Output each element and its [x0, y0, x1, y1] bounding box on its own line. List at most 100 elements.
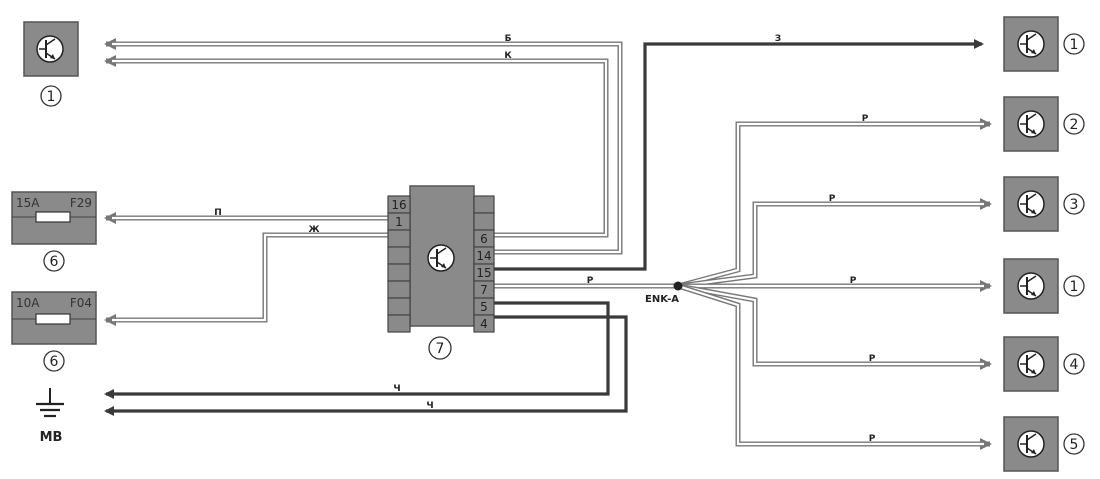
- right-transistor-ref: 4: [1070, 357, 1079, 373]
- right-transistor-ref: 1: [1070, 37, 1079, 53]
- wire-ch1: [104, 301, 610, 399]
- wire-b: [104, 38, 623, 255]
- ground-icon: [36, 388, 64, 418]
- module-pin-left: [387, 229, 411, 248]
- fuse-f04-ref: 6: [50, 354, 59, 370]
- wire-k: [104, 55, 609, 238]
- wire-label-p-fuse: П: [214, 208, 222, 218]
- module-pin-right: 5: [473, 297, 495, 316]
- right-transistor-ref: 5: [1070, 437, 1079, 453]
- ref-circle: [1063, 113, 1085, 135]
- ref-circle: [1063, 353, 1085, 375]
- right-transistor-ref: 3: [1070, 197, 1079, 213]
- transistor-icon: [1017, 350, 1045, 378]
- transistor-icon: [1017, 30, 1045, 58]
- fuse-f29-code: F29: [70, 196, 92, 210]
- wire-r4: [677, 283, 992, 370]
- ground: MB: [36, 388, 64, 445]
- wire-z: [494, 39, 984, 271]
- pin-label: 5: [480, 300, 488, 314]
- wire-label-r1: Р: [862, 114, 869, 124]
- wire-label-ch2: Ч: [426, 401, 433, 411]
- pin-label: 7: [480, 283, 488, 297]
- junction-dot: [673, 281, 683, 291]
- module-pin-left: 1: [387, 212, 411, 231]
- ref-circle: [43, 350, 65, 372]
- module-pin-right: 4: [473, 314, 495, 333]
- transistor-icon: [1017, 272, 1045, 300]
- module: 161 6 14 15 7 5 4 7: [387, 185, 495, 360]
- wire-label-r2: Р: [829, 194, 836, 204]
- ref-circle: [1063, 33, 1085, 55]
- wire-label-b: Б: [505, 34, 512, 44]
- fuse-f04-rating: 10A: [16, 296, 40, 310]
- wire-labels: Б К З П Ж Р Р Р Р Р Р Ч Ч: [214, 34, 875, 444]
- module-pin-left: [387, 297, 411, 316]
- transistor-icon: [1017, 110, 1045, 138]
- module-pin-right: 15: [473, 263, 495, 282]
- module-pin-right: 14: [473, 246, 495, 265]
- ref-circle: [1063, 433, 1085, 455]
- module-pin-left: [387, 314, 411, 333]
- fuse-f04-code: F04: [70, 296, 92, 310]
- module-pin-right: 7: [473, 280, 495, 299]
- transistor-icon: [36, 35, 64, 63]
- right-transistor: 3: [1003, 176, 1085, 232]
- ref-circle: [428, 336, 452, 360]
- fuse-icon: [35, 211, 71, 223]
- right-transistor: 1: [1003, 16, 1085, 72]
- right-transistor: 1: [1003, 258, 1085, 314]
- ref-circle: [1063, 193, 1085, 215]
- fuse-f29: 15A F29 6: [11, 191, 97, 272]
- wire-label-z: З: [775, 34, 781, 44]
- module-pins-left: 161: [387, 195, 411, 333]
- right-transistor: 5: [1003, 416, 1085, 472]
- fuse-f29-ref: 6: [50, 254, 59, 270]
- module-pin-left: [387, 246, 411, 265]
- wire-label-zh: Ж: [308, 225, 319, 235]
- ref-circle: [43, 250, 65, 272]
- module-pin-left: 16: [387, 195, 411, 214]
- wire-label-r-main: Р: [587, 276, 594, 286]
- wire-label-r4: Р: [869, 354, 876, 364]
- pin-label: 16: [391, 198, 406, 212]
- module-pin-right: 6: [473, 229, 495, 248]
- right-transistor-ref: 1: [1070, 279, 1079, 295]
- right-transistor: 4: [1003, 336, 1085, 392]
- pin-label: 4: [480, 317, 488, 331]
- ref-circle: [1063, 275, 1085, 297]
- module-pin-right: [473, 195, 495, 214]
- module-pin-left: [387, 263, 411, 282]
- junction: ENK-A: [645, 281, 683, 305]
- right-transistor: 2: [1003, 96, 1085, 152]
- module-pins-right: 6 14 15 7 5 4: [473, 195, 495, 333]
- wire-label-r5: Р: [869, 434, 876, 444]
- pin-label: 14: [476, 249, 491, 263]
- wire-ch2: [104, 315, 628, 416]
- fuse-f04: 10A F04 6: [11, 291, 97, 372]
- transistor-icon: [427, 244, 455, 272]
- wire-label-r3: Р: [850, 276, 857, 286]
- transistor-icon: [1017, 430, 1045, 458]
- dark-wires: [104, 39, 984, 416]
- right-transistors: 1 2 3 1 4 5: [1003, 16, 1085, 472]
- fuse-f29-rating: 15A: [16, 196, 40, 210]
- right-transistor-ref: 2: [1070, 117, 1079, 133]
- left-transistor-ref: 1: [47, 89, 56, 105]
- wire-label-ch1: Ч: [393, 384, 400, 394]
- module-pin-left: [387, 280, 411, 299]
- ref-circle: [40, 85, 62, 107]
- module-pin-right: [473, 212, 495, 231]
- transistor-icon: [1017, 190, 1045, 218]
- pin-label: 15: [476, 266, 491, 280]
- ground-label: MB: [40, 430, 63, 445]
- wire-label-k: К: [504, 51, 512, 61]
- module-ref: 7: [436, 341, 445, 357]
- wire-zh: [104, 232, 388, 326]
- junction-label: ENK-A: [645, 294, 679, 305]
- light-wires: [104, 38, 992, 450]
- left-transistor: 1: [23, 21, 79, 107]
- fuse-icon: [35, 313, 71, 325]
- pin-label: 6: [480, 232, 488, 246]
